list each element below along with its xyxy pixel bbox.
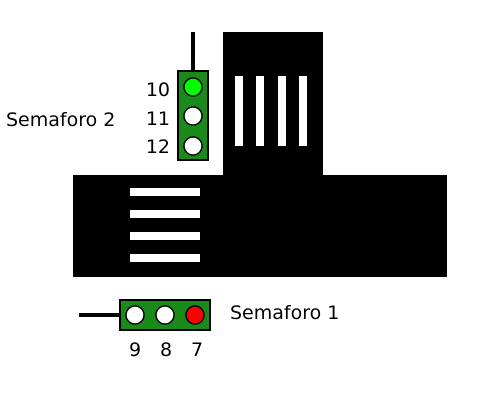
traffic-light-10-lamp — [183, 77, 203, 97]
crosswalk-left — [130, 188, 200, 262]
traffic-light-12-lamp — [183, 136, 203, 156]
traffic-light-2: 10 11 12 Semaforo 2 — [6, 32, 209, 161]
light-number-12: 12 — [146, 136, 170, 158]
light-number-11: 11 — [146, 108, 170, 130]
crosswalk-stripe — [130, 232, 200, 240]
light-number-10: 10 — [146, 79, 170, 101]
crosswalk-stripe — [256, 76, 264, 146]
traffic-light-7-lamp — [185, 305, 205, 325]
crosswalk-stripe — [278, 76, 286, 146]
light-number-7: 7 — [191, 339, 203, 361]
traffic-light-11-lamp — [183, 106, 203, 126]
traffic-light-9-lamp — [125, 305, 145, 325]
crosswalk-stripe — [235, 76, 243, 146]
light-number-9: 9 — [129, 339, 141, 361]
traffic-light-1: 9 8 7 Semaforo 1 — [79, 299, 339, 361]
traffic-light-2-label: Semaforo 2 — [6, 109, 115, 131]
crosswalk-stripe — [130, 210, 200, 218]
road-horizontal — [73, 175, 447, 277]
traffic-light-1-label: Semaforo 1 — [230, 302, 339, 324]
crosswalk-stripe — [299, 76, 307, 146]
crosswalk-top — [235, 76, 307, 146]
traffic-light-8-lamp — [155, 305, 175, 325]
light-number-8: 8 — [160, 339, 172, 361]
crosswalk-stripe — [130, 254, 200, 262]
crosswalk-stripe — [130, 188, 200, 196]
